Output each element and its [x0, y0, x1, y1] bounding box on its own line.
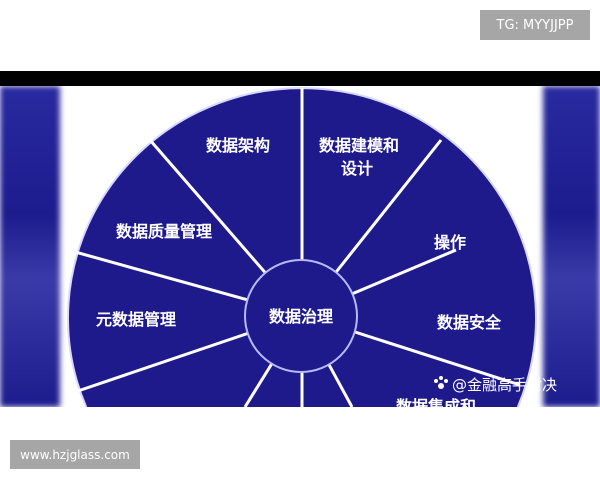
center-label: 数据治理 — [269, 307, 333, 326]
segment-label: 数据架构 — [206, 136, 270, 155]
segment-label: 设计 — [341, 159, 373, 178]
segment-label: 数据集成和 — [396, 397, 476, 407]
paw-icon — [434, 376, 448, 389]
top-black-bar — [0, 71, 600, 86]
tg-badge: TG: MYYJJPP — [480, 10, 590, 40]
segment-label: 元数据管理 — [96, 310, 176, 329]
site-badge: www.hzjglass.com — [10, 440, 140, 469]
segment-label: 操作 — [434, 233, 466, 252]
governance-wheel: 数据治理 数据架构 数据建模和 设计 操作 数据安全 数据集成和 元数据管理 数… — [67, 87, 557, 407]
segment-label: 数据质量管理 — [116, 222, 212, 241]
watermark: @金融高手对决 — [452, 376, 557, 394]
segment-label: 数据建模和 — [319, 136, 399, 155]
center-circle — [244, 259, 358, 373]
blurred-left-panel — [0, 86, 60, 407]
segment-label: 数据安全 — [437, 313, 502, 332]
data-governance-image: 数据治理 数据架构 数据建模和 设计 操作 数据安全 数据集成和 元数据管理 数… — [0, 86, 600, 407]
blurred-right-panel — [543, 86, 600, 407]
